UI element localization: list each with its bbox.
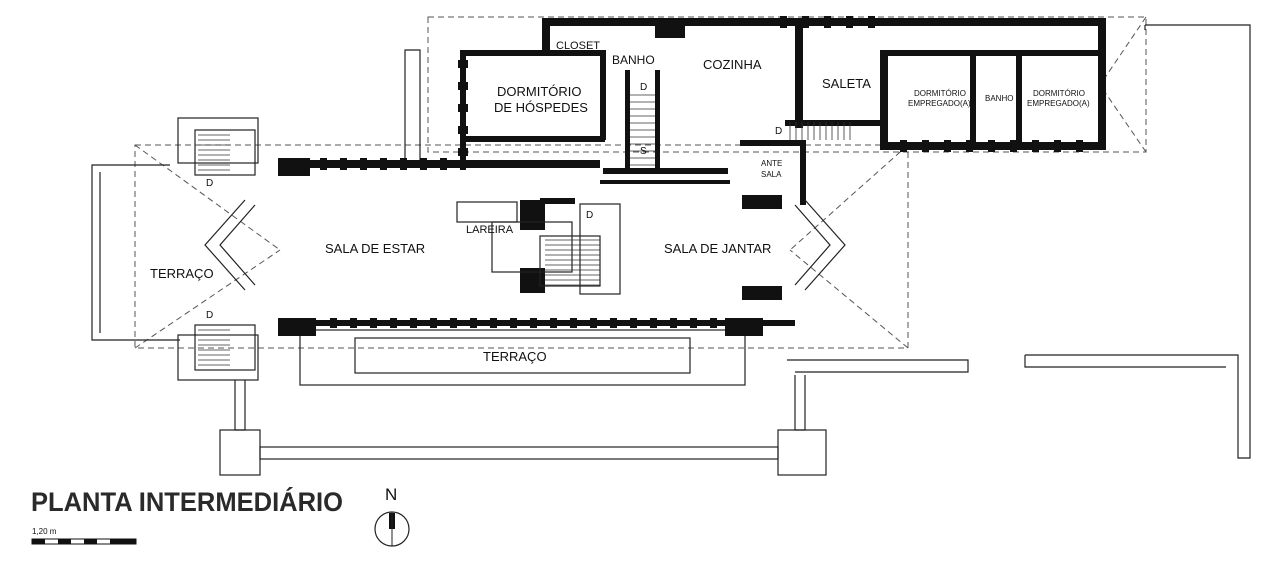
dorm-empregado-1-line1: DORMITÓRIO [914, 89, 966, 98]
mullion [350, 318, 357, 328]
stair-treads [198, 94, 851, 366]
mullion [630, 318, 637, 328]
mullion [510, 318, 517, 328]
mullion [922, 140, 929, 152]
ante-sala-line2: SALA [761, 170, 782, 179]
mullion [1032, 140, 1039, 152]
banho-label: BANHO [612, 53, 655, 67]
plan-title: PLANTA INTERMEDIÁRIO [31, 486, 343, 517]
saleta-label: SALETA [822, 76, 871, 91]
mullion [330, 318, 337, 328]
north-label: N [385, 485, 397, 504]
terraco-west-label: TERRAÇO [150, 266, 214, 281]
mullion [802, 16, 809, 28]
mullion [320, 158, 327, 170]
stair-mark: D [206, 178, 213, 189]
dorm-hospedes-line2: DE HÓSPEDES [494, 100, 588, 115]
walls [194, 18, 1106, 371]
stair-mark: D [206, 310, 213, 321]
mullion [440, 158, 447, 170]
mullion [430, 318, 437, 328]
mullion [470, 318, 477, 328]
mullion [458, 126, 468, 134]
mullion [988, 140, 995, 152]
mullion [650, 318, 657, 328]
mullion [966, 140, 973, 152]
mullion [670, 318, 677, 328]
mullion [1010, 140, 1017, 152]
ante-sala-line1: ANTE [761, 159, 782, 168]
mullion [458, 104, 468, 112]
scale-label: 1,20 m [32, 527, 57, 536]
mullion [780, 16, 787, 28]
stair-mark: D [586, 210, 593, 221]
banho-2-label: BANHO [985, 94, 1013, 103]
mullion [530, 318, 537, 328]
dorm-hospedes-line1: DORMITÓRIO [497, 84, 582, 99]
mullion [340, 158, 347, 170]
roof-outline [134, 16, 1147, 349]
mullion [458, 60, 468, 68]
mullion [390, 318, 397, 328]
closet-label: CLOSET [556, 40, 600, 52]
scale-bar [31, 538, 137, 545]
mullion [458, 82, 468, 90]
mullion [944, 140, 951, 152]
mullion [710, 318, 717, 328]
cozinha-label: COZINHA [703, 57, 762, 72]
mullion [550, 318, 557, 328]
mullion [410, 318, 417, 328]
mullion [370, 318, 377, 328]
lareira-label: LAREIRA [466, 224, 514, 236]
stair-mark: D [775, 126, 782, 137]
mullion [1076, 140, 1083, 152]
mullion [868, 16, 875, 28]
mullion [380, 158, 387, 170]
terrace-walls [91, 24, 1251, 476]
mullion [1054, 140, 1061, 152]
terraco-south-label: TERRAÇO [483, 349, 547, 364]
sala-jantar-label: SALA DE JANTAR [664, 241, 771, 256]
sala-estar-label: SALA DE ESTAR [325, 241, 425, 256]
stair-mark: D [640, 82, 647, 93]
north-arrow-icon [374, 511, 410, 547]
mullion [490, 318, 497, 328]
mullion [570, 318, 577, 328]
dorm-empregado-1-line2: EMPREGADO(A) [908, 99, 971, 108]
mullion [900, 140, 907, 152]
mullion [360, 158, 367, 170]
stair-mark: S [640, 146, 647, 157]
mullion [846, 16, 853, 28]
mullion [400, 158, 407, 170]
dorm-empregado-2-line2: EMPREGADO(A) [1027, 99, 1090, 108]
mullion [458, 148, 468, 156]
window-mullions [320, 16, 1083, 328]
mullion [824, 16, 831, 28]
mullion [450, 318, 457, 328]
mullion [610, 318, 617, 328]
mullion [690, 318, 697, 328]
mullion [420, 158, 427, 170]
dorm-empregado-2-line1: DORMITÓRIO [1033, 89, 1085, 98]
mullion [590, 318, 597, 328]
